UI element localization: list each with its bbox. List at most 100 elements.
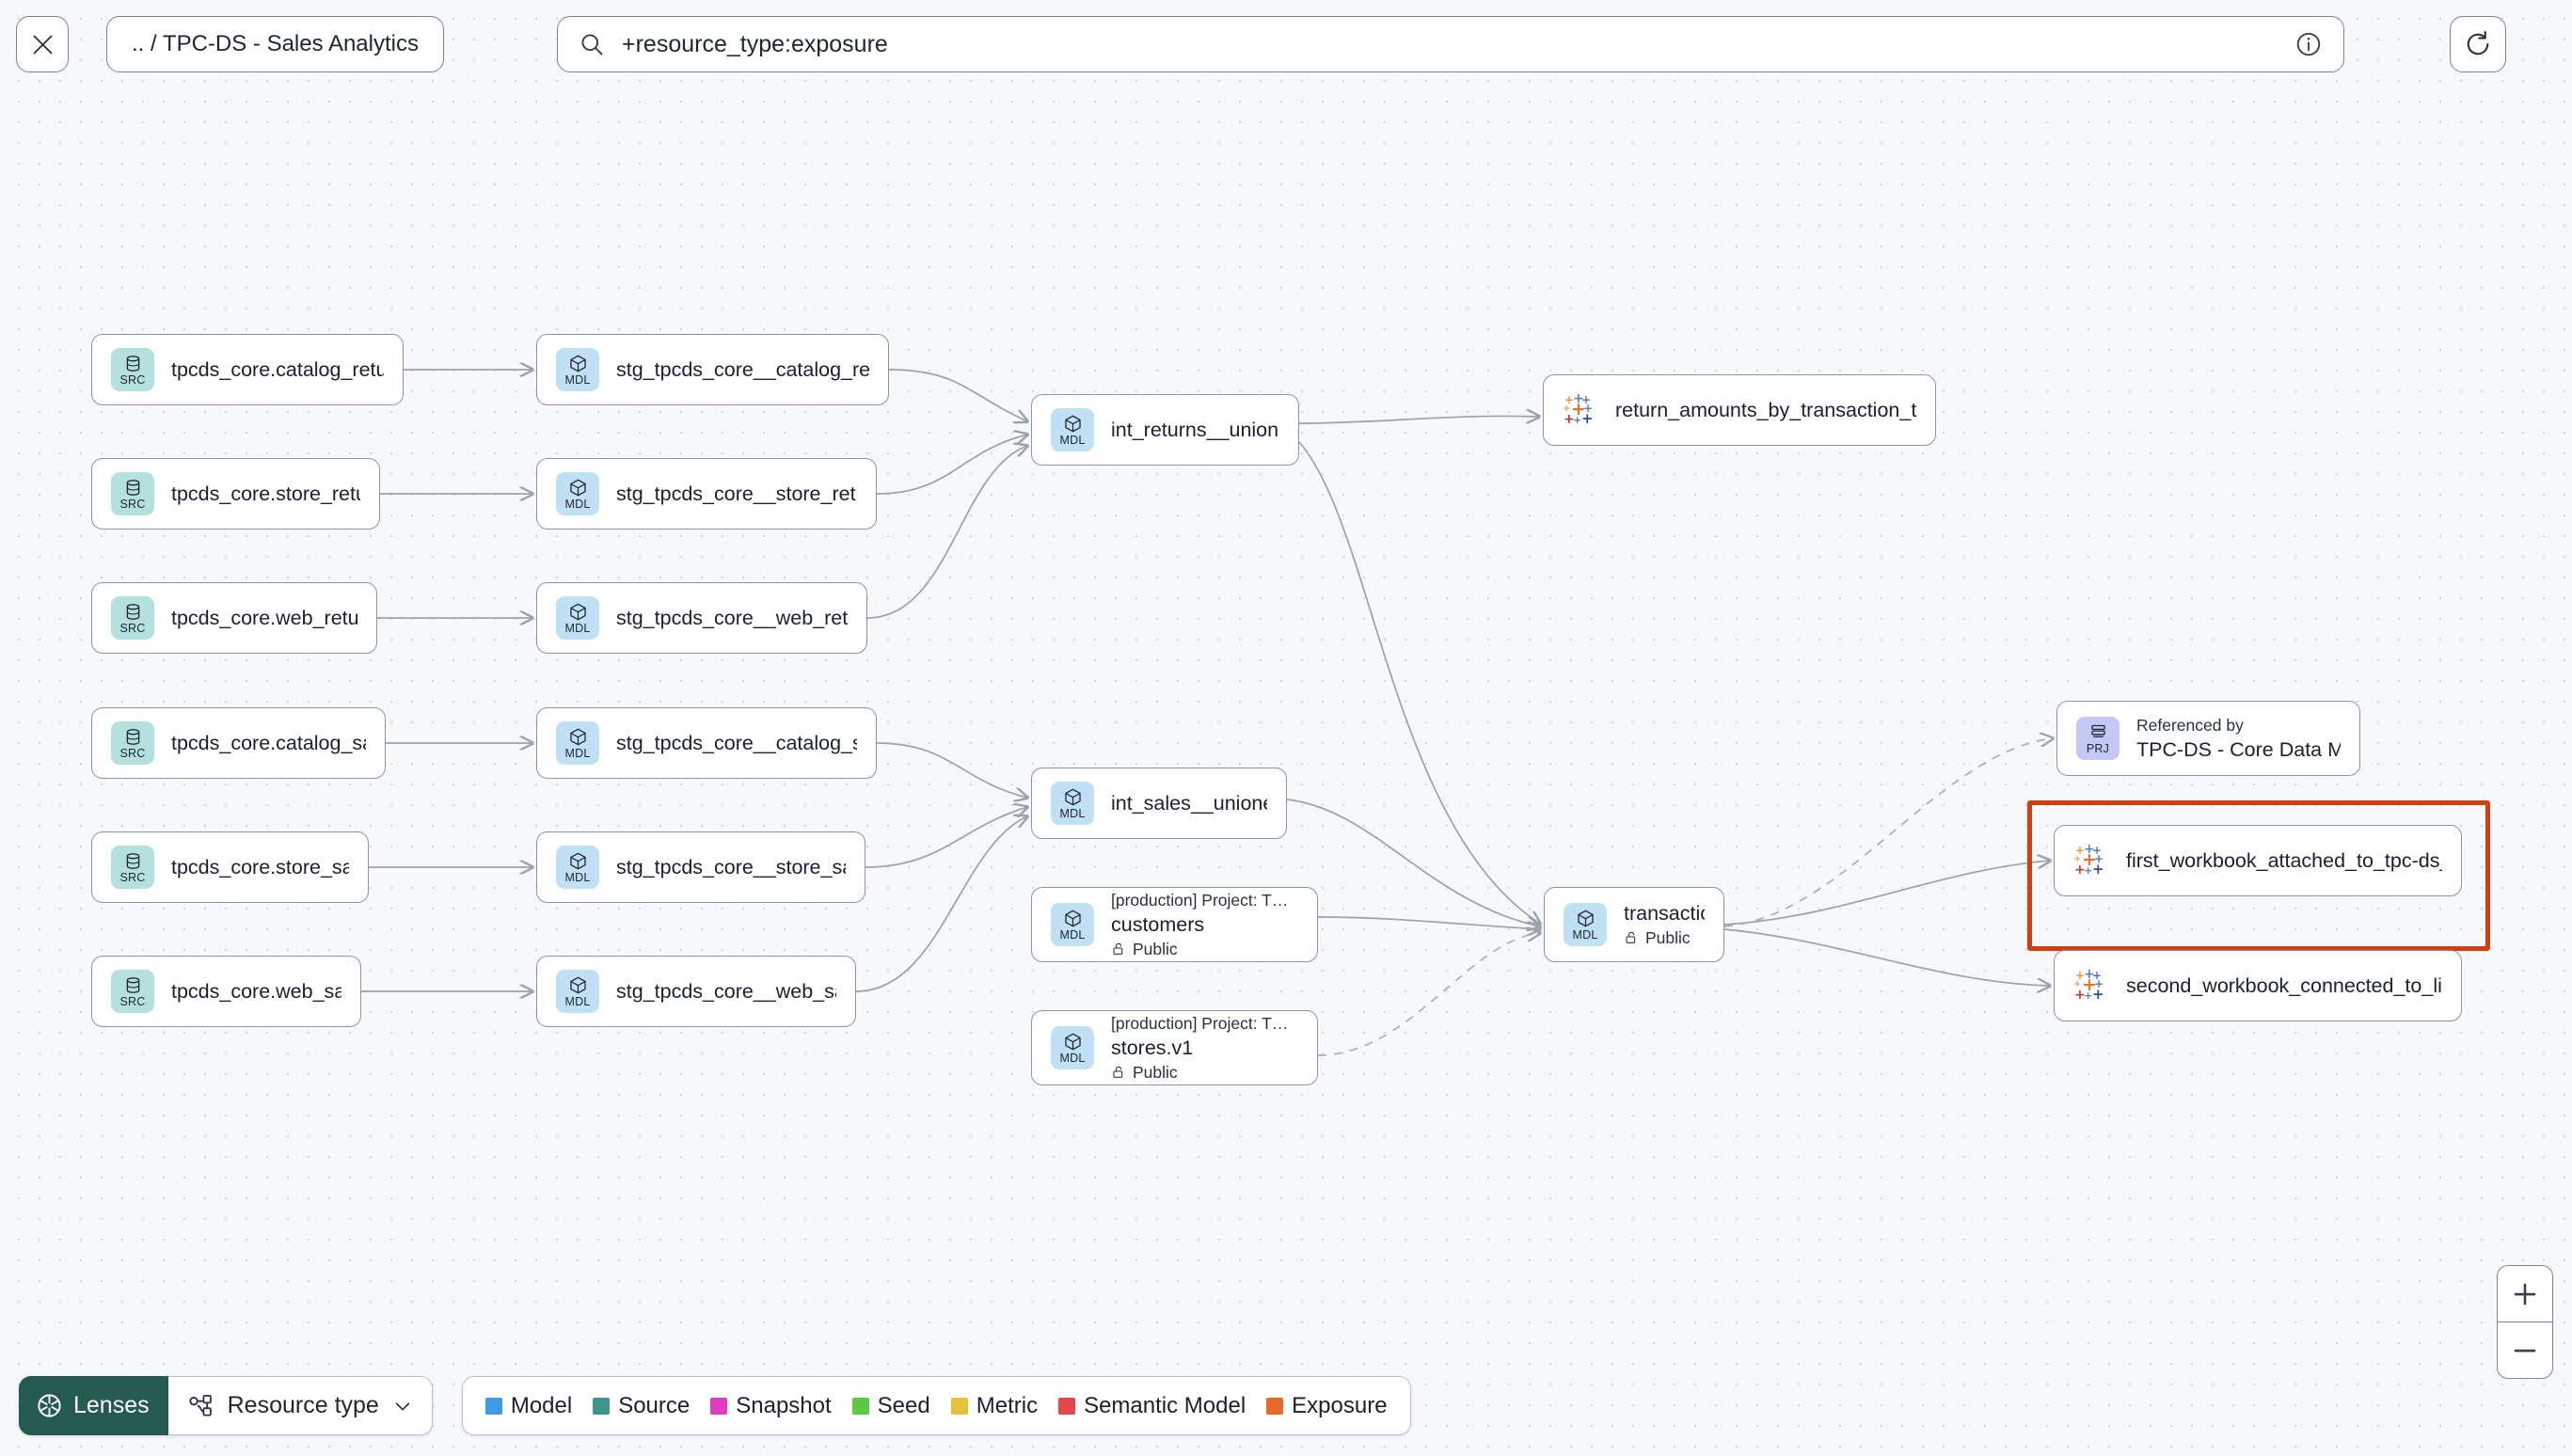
legend-item-source[interactable]: Source [593,1393,690,1419]
node-type-badge-text: MDL [1059,1052,1086,1065]
legend-label: Source [618,1392,691,1418]
node-type-badge-mdl: MDL [556,348,599,391]
legend-item-semantic-model[interactable]: Semantic Model [1058,1393,1246,1419]
breadcrumb[interactable]: .. / TPC-DS - Sales Analytics [106,16,444,72]
cube-icon [569,479,586,497]
node-type-badge-mdl: MDL [556,472,599,515]
legend-item-model[interactable]: Model [484,1393,572,1419]
breadcrumb-label: .. / TPC-DS - Sales Analytics [132,31,419,56]
node-type-badge-mdl: MDL [556,596,599,640]
legend-item-snapshot[interactable]: Snapshot [710,1392,832,1419]
graph-node-int_returns_unioned[interactable]: MDL int_returns__unioned [1031,394,1299,466]
zoom-out-button[interactable] [2498,1322,2552,1378]
database-icon [126,729,139,745]
node-type-badge-mdl: MDL [1051,782,1094,825]
zoom-in-button[interactable] [2498,1266,2552,1322]
unlock-icon [1113,942,1123,955]
search-icon [581,34,603,55]
resource-type-label: Resource type [227,1392,379,1418]
lenses-button[interactable]: Lenses [19,1376,168,1435]
legend-label: Seed [877,1392,930,1418]
close-icon [33,35,52,54]
refresh-button[interactable] [2450,16,2506,72]
node-type-badge-mdl: MDL [1564,903,1607,946]
resource-type-legend: Model Source Snapshot Seed Metric Semantic Mo… [461,1376,1411,1435]
legend-swatch [710,1397,728,1415]
resource-type-dropdown[interactable]: Resource type [167,1376,433,1435]
node-label: second_workbook_connected_to_live… [2126,973,2442,997]
top-toolbar: .. / TPC-DS - Sales Analytics [0,0,2572,110]
tableau-exposure-icon: +++++++++ [1563,391,1594,427]
legend-swatch [593,1397,611,1415]
node-type-badge-src: SRC [111,846,154,889]
legend-label: Snapshot [736,1392,832,1418]
node-type-badge-mdl: MDL [1051,903,1094,946]
node-access-label: Public [1133,939,1178,958]
legend-item-metric[interactable]: Metric [950,1392,1039,1419]
node-type-badge-text: MDL [1572,928,1598,942]
nodes-icon [188,1394,212,1416]
node-type-badge-mdl: MDL [556,721,599,765]
database-icon [126,480,139,496]
legend-label: Exposure [1292,1392,1388,1418]
node-name: stores.v1 [1111,1036,1194,1059]
graph-node-stg_catalog_sales[interactable]: MDL stg_tpcds_core__catalog_sales [536,707,877,779]
cube-icon [1577,910,1594,927]
node-type-badge-text: MDL [1059,928,1086,942]
node-label: stg_tpcds_core__store_returns [616,482,857,505]
node-type-badge-text: MDL [1059,434,1086,447]
graph-node-src_store_returns[interactable]: SRC tpcds_core.store_returns [91,458,380,530]
search-bar[interactable] [557,16,2344,72]
search-info-button[interactable] [2294,30,2323,58]
node-type-badge-text: MDL [1059,807,1086,820]
database-icon [126,853,139,869]
node-type-badge-text: MDL [564,747,591,760]
node-type-badge-src: SRC [111,472,154,515]
legend-swatch [484,1397,502,1415]
graph-node-second_workbook[interactable]: +++++++++second_workbook_connected_to_li… [2054,950,2462,1021]
graph-node-transactions[interactable]: MDLtransactionsPublic [1544,887,1724,962]
node-type-badge-src: SRC [111,721,154,765]
node-type-badge-src: SRC [111,596,154,640]
node-type-badge-text: MDL [564,498,591,511]
legend-swatch [950,1397,968,1415]
node-label: stg_tpcds_core__catalog_returns [616,357,869,381]
tableau-exposure-icon: +++++++++ [2073,842,2104,878]
node-subtitle: Referenced by [2136,715,2244,735]
node-type-badge-prj: PRJ [2076,717,2120,760]
node-type-badge-text: SRC [119,871,146,884]
node-label: tpcds_core.store_returns [171,482,360,505]
bottom-toolbar: Lenses Resource type Model Source Snapshot… [19,1376,1411,1435]
node-type-badge-text: MDL [564,871,591,884]
graph-node-return_amounts[interactable]: +++++++++return_amounts_by_transaction_t… [1543,374,1936,446]
search-input[interactable] [622,30,2278,58]
graph-node-customers[interactable]: MDL[production] Project: TPC-DS - Core D… [1031,887,1318,962]
graph-node-stores_v1[interactable]: MDL[production] Project: TPC-DS - Core D… [1031,1010,1318,1085]
legend-item-exposure[interactable]: Exposure [1266,1392,1388,1419]
node-access: Public [1111,940,1298,959]
close-button[interactable] [16,16,69,72]
node-type-badge-src: SRC [111,970,154,1013]
graph-node-stg_store_returns[interactable]: MDL stg_tpcds_core__store_returns [536,458,877,530]
legend-label: Metric [976,1392,1039,1418]
graph-node-stg_catalog_returns[interactable]: MDL stg_tpcds_core__catalog_returns [536,334,889,405]
info-icon [2296,32,2321,56]
graph-node-first_workbook[interactable]: +++++++++first_workbook_attached_to_tpc-… [2054,825,2462,896]
node-type-badge-text: MDL [564,622,591,635]
legend-label: Semantic Model [1084,1392,1246,1418]
legend-item-seed[interactable]: Seed [851,1392,930,1419]
node-label: stg_tpcds_core__catalog_sales [616,731,857,754]
node-label: int_returns__unioned [1111,418,1279,441]
selected-exposures-highlight [2027,800,2490,951]
